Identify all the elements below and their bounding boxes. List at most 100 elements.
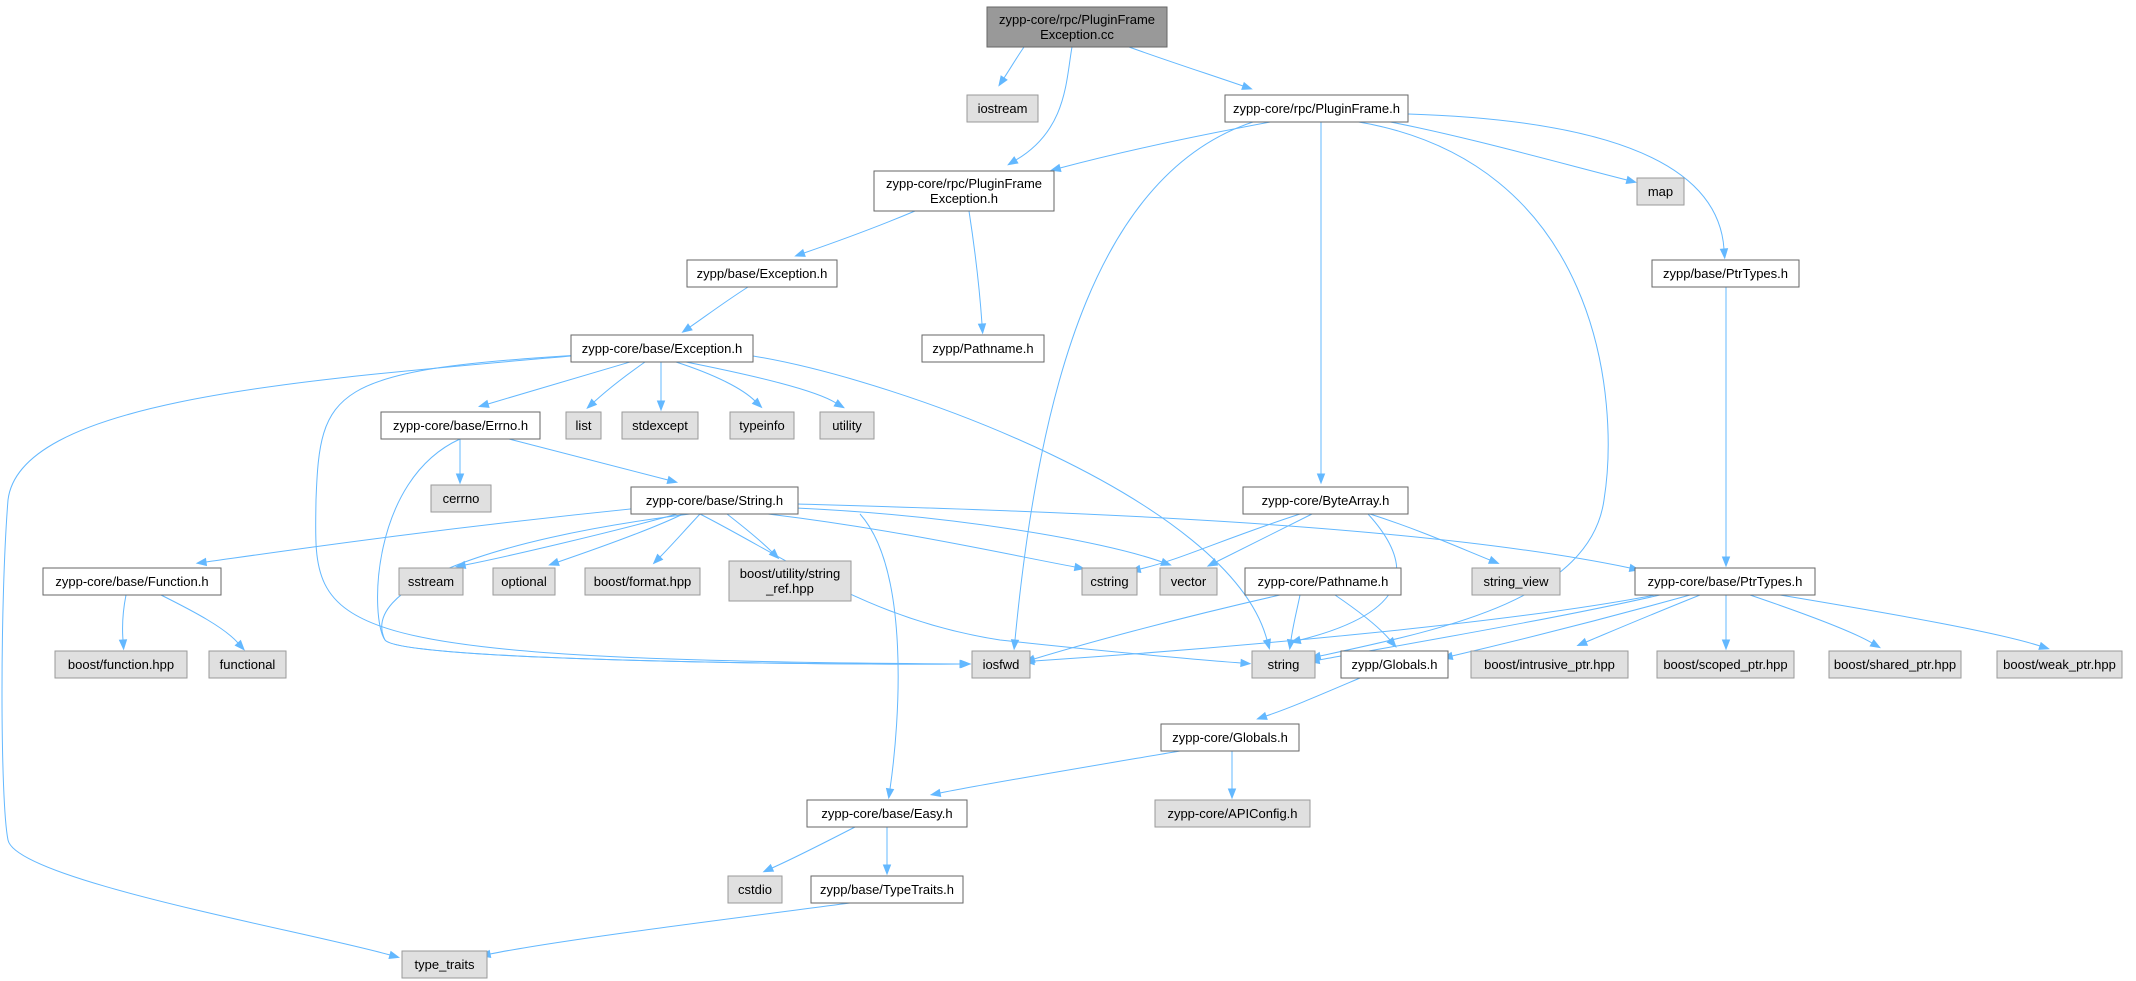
edge-zc_path-to-z_globals	[1334, 594, 1397, 648]
node-label: optional	[501, 574, 547, 589]
edge-zcb_exc-to-stdexcept	[656, 362, 666, 412]
node-function_h[interactable]: zypp-core/base/Function.h	[42, 567, 222, 596]
node-box	[873, 170, 1055, 212]
edge-arrowhead	[1256, 711, 1268, 720]
edge-zc_path-to-string	[1286, 594, 1301, 651]
node-label: Exception.h	[930, 191, 998, 206]
node-label: boost/utility/string	[740, 566, 840, 581]
node-label: vector	[1171, 574, 1207, 589]
node-z_globals[interactable]: zypp/Globals.h	[1340, 650, 1449, 679]
edge-errno-to-cerrno	[455, 439, 465, 485]
node-z_path[interactable]: zypp/Pathname.h	[921, 334, 1045, 363]
node-zb_exc[interactable]: zypp/base/Exception.h	[686, 259, 838, 288]
node-label: cstring	[1090, 574, 1128, 589]
edge-zcb_ptr-to-z_globals	[1441, 594, 1691, 661]
node-label: zypp-core/Globals.h	[1172, 730, 1288, 745]
edge-line	[1059, 120, 1277, 169]
node-easy[interactable]: zypp-core/base/Easy.h	[806, 799, 968, 828]
node-zc_globals[interactable]: zypp-core/Globals.h	[1160, 723, 1300, 752]
edge-arrowhead	[1240, 658, 1252, 668]
node-label: cerrno	[443, 491, 480, 506]
edge-arrowhead	[1262, 638, 1271, 651]
node-pf_h[interactable]: zypp-core/rpc/PluginFrame.h	[1224, 94, 1409, 123]
edge-line	[464, 513, 678, 566]
node-zcb_exc[interactable]: zypp-core/base/Exception.h	[570, 334, 754, 363]
node-label: zypp-core/ByteArray.h	[1262, 493, 1390, 508]
node-label: zypp-core/APIConfig.h	[1167, 806, 1297, 821]
edge-line	[593, 361, 646, 403]
edge-arrowhead	[1869, 639, 1881, 649]
node-typeinfo: typeinfo	[729, 411, 795, 440]
node-box	[986, 6, 1168, 48]
edge-line	[767, 513, 1076, 568]
node-zb_ptr[interactable]: zypp/base/PtrTypes.h	[1651, 259, 1800, 288]
node-zc_path[interactable]: zypp-core/Pathname.h	[1244, 567, 1402, 596]
node-label: stdexcept	[632, 418, 688, 433]
edge-line	[659, 513, 701, 558]
edge-line	[160, 594, 239, 644]
node-string_h[interactable]: zypp-core/base/String.h	[630, 486, 799, 515]
node-box	[1224, 94, 1409, 123]
node-label: _ref.hpp	[765, 581, 814, 596]
edge-pfe_h-to-z_path	[968, 210, 987, 335]
edge-bytearray-to-vector	[1206, 513, 1313, 567]
edge-arrowhead	[666, 475, 679, 484]
edge-zcb_exc-to-string	[752, 355, 1271, 651]
edge-pf_h-to-bytearray	[1316, 121, 1326, 485]
node-label: zypp/base/PtrTypes.h	[1663, 266, 1788, 281]
node-label: string_view	[1483, 574, 1549, 589]
edge-line	[803, 210, 916, 254]
edge-arrowhead	[1386, 636, 1397, 648]
edge-line	[685, 361, 837, 404]
node-zcb_ptr[interactable]: zypp-core/base/PtrTypes.h	[1634, 567, 1816, 596]
edge-string_h-to-bstringref	[726, 513, 780, 560]
edge-line	[508, 438, 669, 481]
edge-arrowhead	[1719, 248, 1729, 260]
node-label: zypp-core/rpc/PluginFrame	[886, 176, 1042, 191]
nodes-layer: zypp-core/rpc/PluginFrameException.ccios…	[42, 6, 2123, 979]
node-box	[971, 650, 1031, 679]
edge-line	[557, 513, 684, 563]
edge-zcb_ptr-to-bscoped	[1721, 595, 1731, 651]
edge-arrowhead	[1576, 637, 1589, 647]
node-bytearray[interactable]: zypp-core/ByteArray.h	[1242, 486, 1409, 515]
node-optional: optional	[492, 567, 556, 596]
node-box	[1081, 567, 1138, 596]
node-label: zypp/Pathname.h	[932, 341, 1033, 356]
edge-arrowhead	[1286, 638, 1296, 651]
node-box	[621, 411, 699, 440]
edge-arrowhead	[118, 639, 128, 651]
edge-arrowhead	[478, 399, 490, 408]
node-box	[398, 567, 464, 596]
edge-line	[1015, 46, 1073, 161]
node-label: list	[576, 418, 592, 433]
edge-line	[1033, 594, 1281, 660]
edge-line	[1215, 513, 1313, 563]
edge-zcb_ptr-to-bintrusive	[1576, 594, 1701, 647]
edge-line	[726, 513, 773, 553]
edge-line	[939, 750, 1181, 794]
edge-arrowhead	[388, 950, 401, 959]
edge-string_h-to-iosfwd	[381, 513, 972, 669]
edge-line	[1318, 594, 1661, 661]
node-box	[42, 567, 222, 596]
node-label: map	[1648, 184, 1673, 199]
node-box	[1251, 650, 1316, 679]
node-label: zypp/base/TypeTraits.h	[820, 882, 954, 897]
node-label: functional	[220, 657, 276, 672]
node-label: Exception.cc	[1040, 27, 1114, 42]
node-box	[1656, 650, 1795, 679]
node-typetraits_h[interactable]: zypp/base/TypeTraits.h	[810, 875, 964, 904]
edge-arrowhead	[1721, 556, 1731, 568]
edge-arrowhead	[1316, 473, 1326, 485]
node-label: boost/weak_ptr.hpp	[2003, 657, 2116, 672]
node-errno[interactable]: zypp-core/base/Errno.h	[380, 411, 541, 440]
edge-zcb_exc-to-errno	[478, 361, 631, 408]
node-label: zypp/base/Exception.h	[697, 266, 828, 281]
edge-string_h-to-vector	[795, 507, 1172, 566]
node-box	[806, 799, 968, 828]
edge-string_h-to-bformat	[652, 513, 701, 565]
node-iostream: iostream	[966, 94, 1039, 123]
